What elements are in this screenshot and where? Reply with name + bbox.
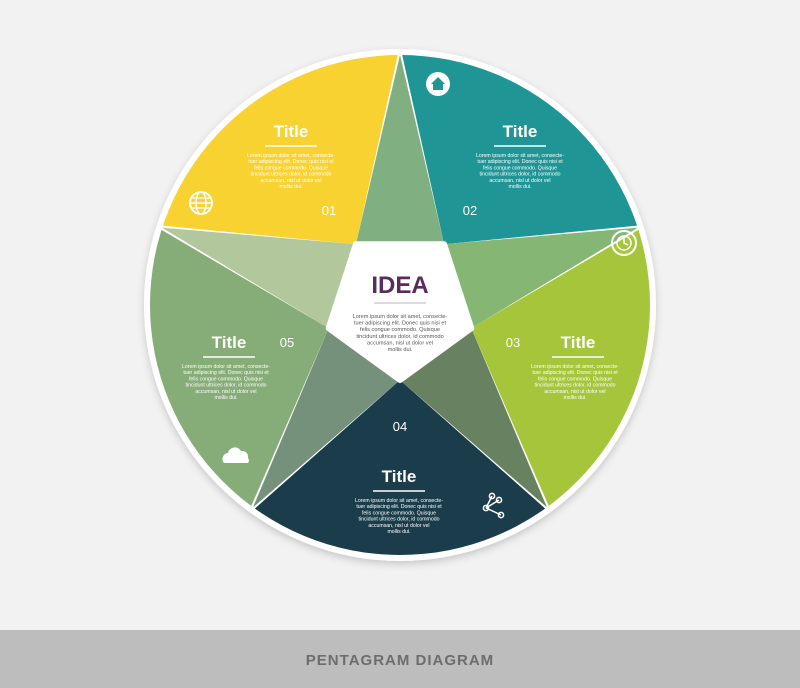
segment-02-wedge[interactable] — [400, 45, 648, 245]
segment-text-line: Lorem ipsum dolor sit amet, consecte- — [247, 153, 335, 159]
segment-title: Title — [382, 467, 417, 486]
segment-text-line: felis congue commodo. Quisque — [538, 376, 612, 382]
segment-text-line: felis congue commodo. Quisque — [189, 376, 263, 382]
segment-text-line: felis congue commodo. Quisque — [362, 510, 436, 516]
segment-text-line: tincidunt ultrices dolor, id commodo — [358, 517, 439, 523]
segment-text-line: Lorem ipsum dolor sit amet, consecte- — [476, 153, 564, 159]
segment-text-line: tuer adipiscing elit. Donec quis nisi et — [183, 370, 269, 376]
globe-icon — [189, 191, 213, 215]
center-text-line: accumsan, nisl ut dolor vel — [367, 340, 433, 346]
center-text-line: felis congue commodo. Quisque — [360, 327, 440, 333]
segment-text-line: mollis dui. — [214, 395, 237, 401]
segment-text-line: Lorem ipsum dolor sit amet, consecte- — [182, 364, 270, 370]
home-icon — [426, 72, 450, 96]
segment-text-line: felis congue commodo. Quisque — [254, 165, 328, 171]
segment-text-line: accumsan, nisl ut dolor vel — [368, 523, 429, 529]
share-icon — [482, 492, 505, 519]
segment-text-line: tuer adipiscing elit. Donec quis nisi et — [532, 370, 618, 376]
segment-text-line: mollis dui. — [508, 184, 531, 190]
segment-title: Title — [503, 122, 538, 141]
segment-number: 05 — [280, 335, 294, 350]
segment-03-facet-dark — [444, 227, 638, 329]
segment-number: 02 — [463, 203, 477, 218]
segment-text-line: mollis dui. — [387, 529, 410, 535]
segment-title: Title — [212, 333, 247, 352]
footer-bar — [0, 630, 800, 688]
segment-text-line: accumsan, nisl ut dolor vel — [489, 178, 550, 184]
center-pentagon[interactable] — [325, 241, 475, 383]
segment-number: 04 — [393, 419, 407, 434]
clock-icon — [611, 230, 637, 256]
segment-title: Title — [561, 333, 596, 352]
center-text-line: tincidunt ultrices dolor, id commodo — [356, 334, 443, 340]
segment-number: 03 — [506, 335, 520, 350]
segment-01-wedge[interactable] — [152, 45, 400, 245]
cloud-icon — [222, 447, 249, 463]
segment-05-facet-dark — [253, 328, 400, 508]
center-text-line: mollis dui. — [388, 347, 413, 353]
segment-text-line: accumsan, nisl ut dolor vel — [260, 178, 321, 184]
segment-04-facet-dark — [400, 328, 547, 508]
segment-title: Title — [274, 122, 309, 141]
segment-02-facet-dark — [355, 55, 445, 245]
segment-text-line: tincidunt ultrices dolor, id commodo — [479, 172, 560, 178]
segment-text-line: mollis dui. — [563, 395, 586, 401]
center-text-line: Lorem ipsum dolor sit amet, consecte- — [353, 314, 448, 320]
segment-text-line: felis congue commodo. Quisque — [483, 165, 557, 171]
segment-04-wedge[interactable] — [247, 380, 553, 565]
segment-number: 01 — [322, 203, 336, 218]
segment-text-line: accumsan, nisl ut dolor vel — [195, 389, 256, 395]
segment-text-line: Lorem ipsum dolor sit amet, consecte- — [531, 364, 619, 370]
segment-text-line: tuer adipiscing elit. Donec quis nisi et — [477, 159, 563, 165]
segment-text-line: Lorem ipsum dolor sit amet, consecte- — [355, 498, 443, 504]
footer-label: PENTAGRAM DIAGRAM — [305, 652, 495, 669]
center-text-line: tuer adipiscing elit. Donec quis nisi et — [354, 321, 446, 327]
segment-text-line: tincidunt ultrices dolor, id commodo — [534, 383, 615, 389]
center-title: IDEA — [371, 272, 428, 299]
segment-text-line: tincidunt ultrices dolor, id commodo — [250, 172, 331, 178]
segment-05-facet-light — [162, 227, 356, 329]
segment-text-line: tuer adipiscing elit. Donec quis nisi et — [248, 159, 334, 165]
segment-text-line: mollis dui. — [279, 184, 302, 190]
segment-text-line: tuer adipiscing elit. Donec quis nisi et — [356, 504, 442, 510]
segment-text-line: accumsan, nisl ut dolor vel — [544, 389, 605, 395]
segment-text-line: tincidunt ultrices dolor, id commodo — [185, 383, 266, 389]
